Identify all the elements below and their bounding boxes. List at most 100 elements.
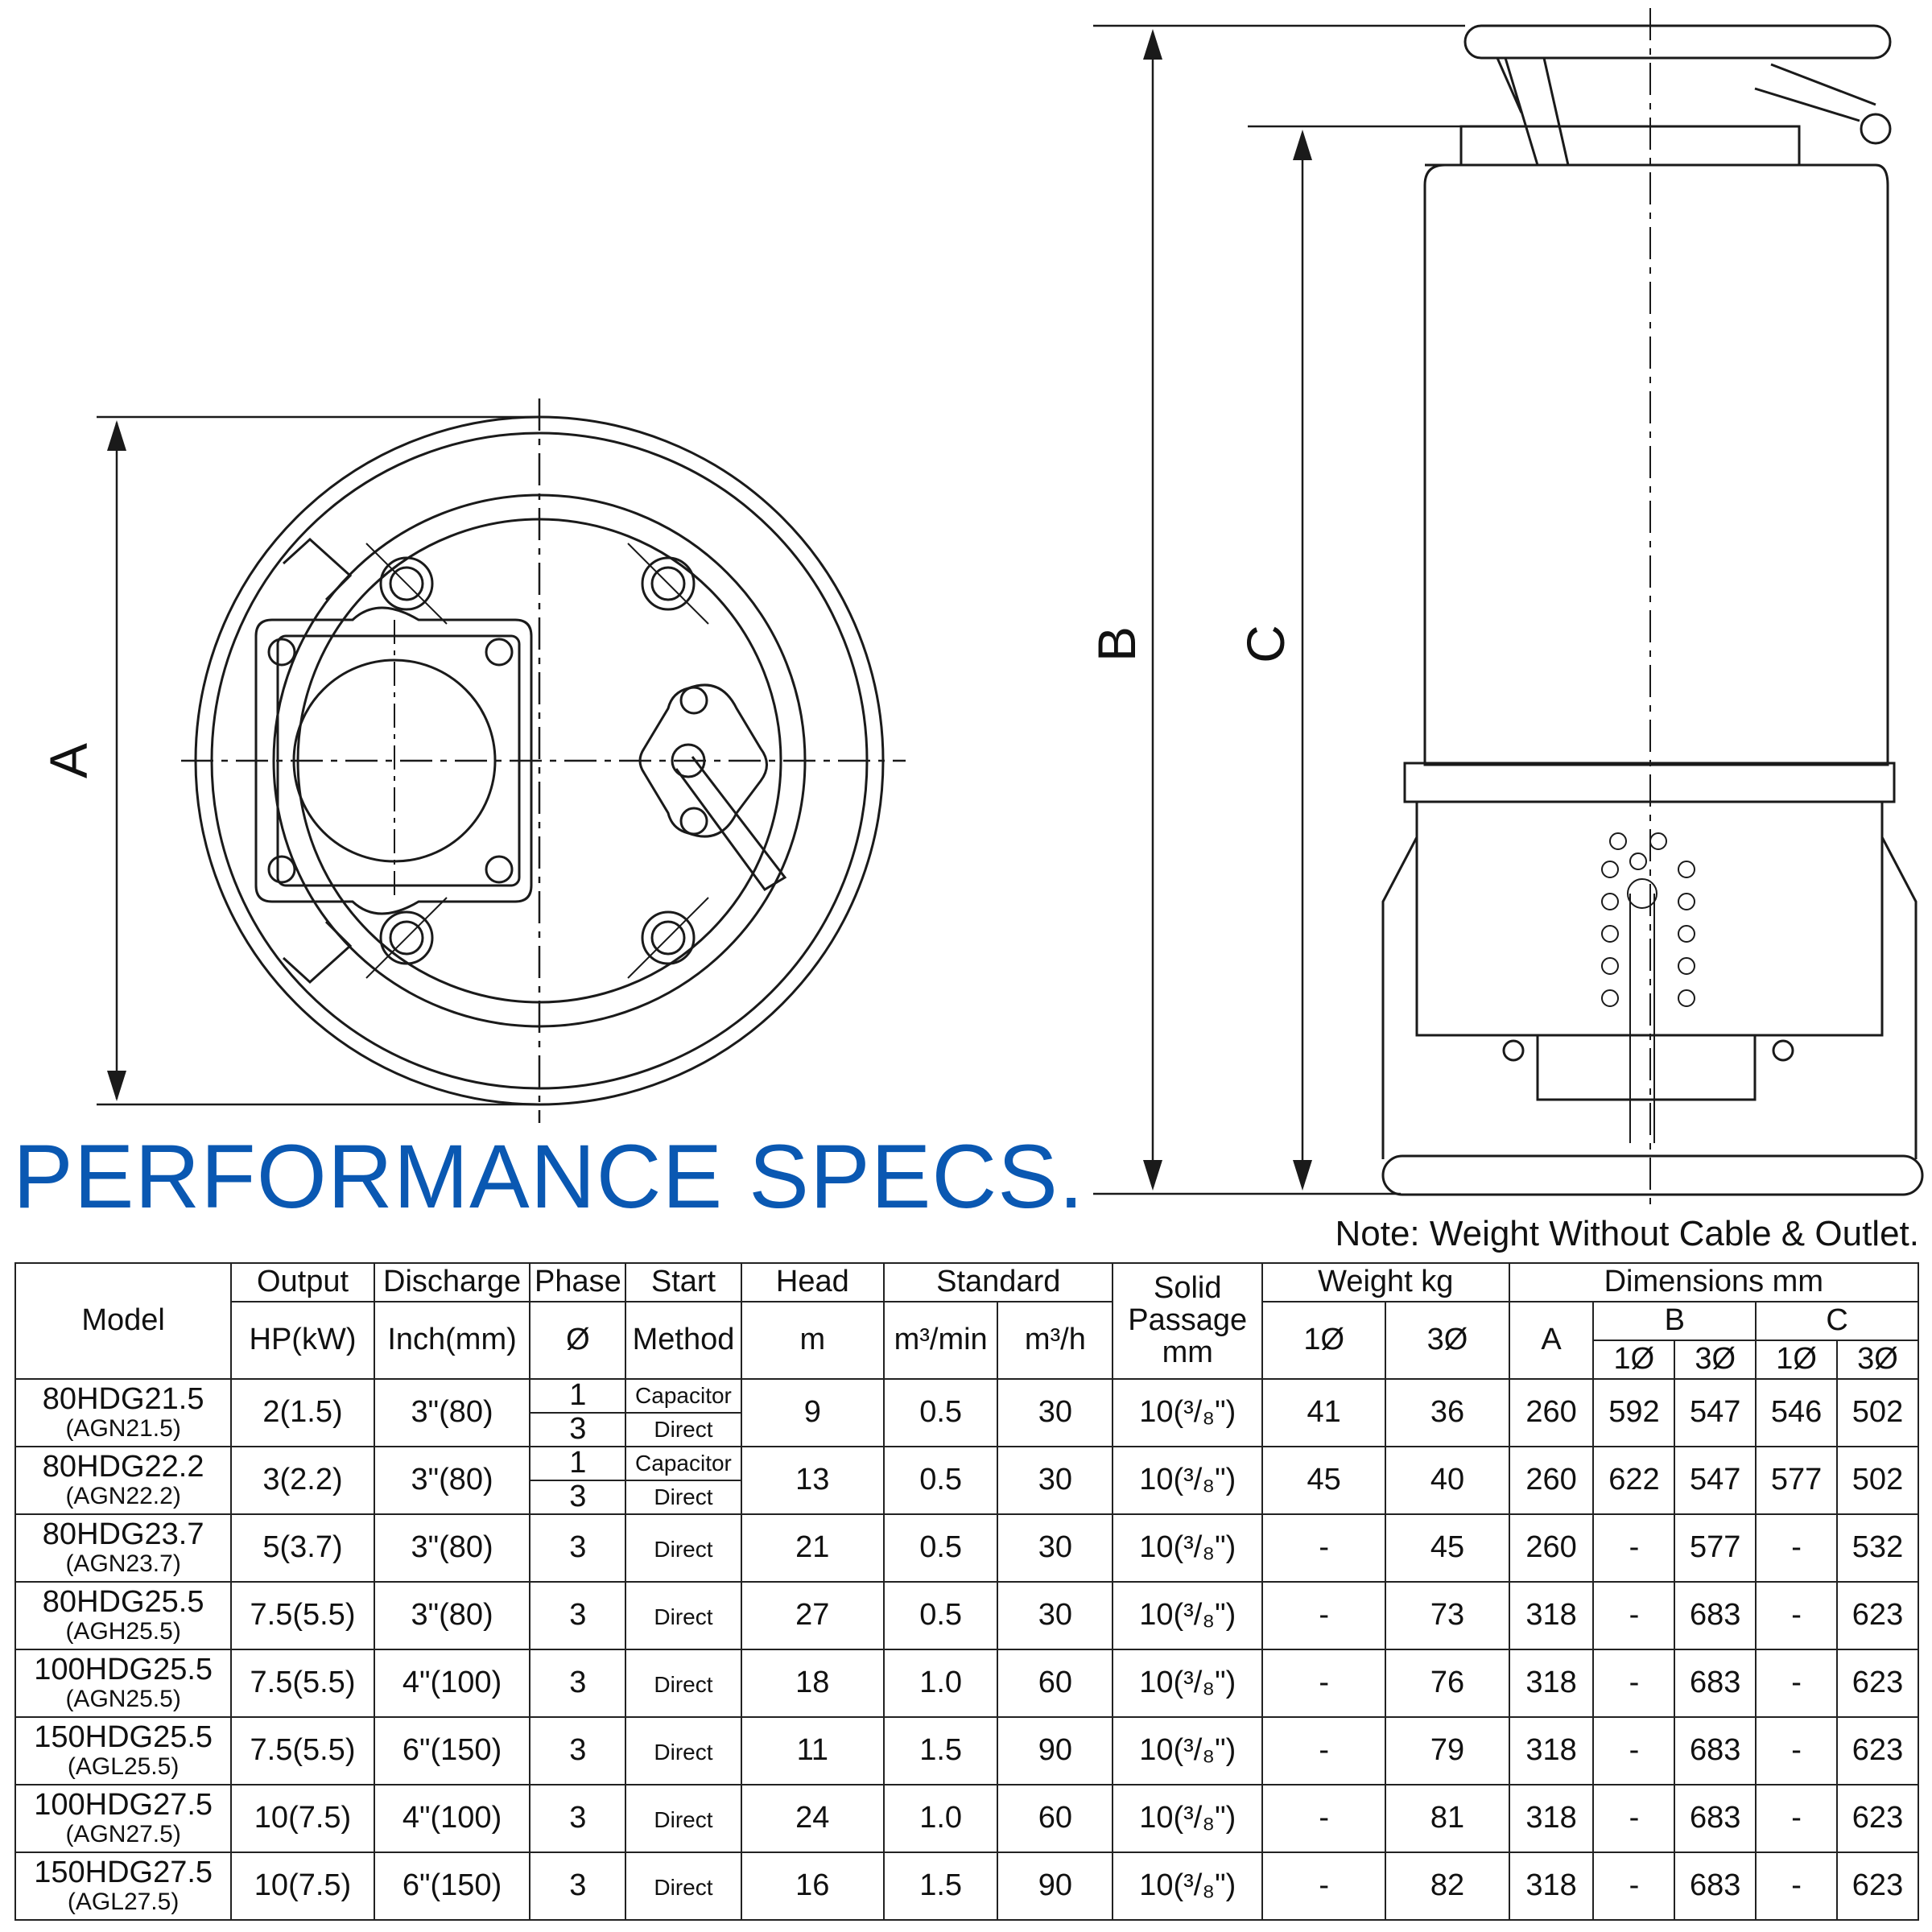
model-alias: (AGL27.5): [67, 1889, 180, 1916]
model-name: 80HDG21.5: [42, 1382, 204, 1417]
start-value: Direct: [654, 1875, 713, 1901]
c1-cell: -: [1755, 1784, 1838, 1853]
m3min-cell: 0.5: [883, 1446, 999, 1515]
header-head: Head: [740, 1262, 886, 1302]
w3-cell: 82: [1385, 1852, 1510, 1921]
b1-cell: -: [1592, 1513, 1676, 1583]
m3min-cell: 0.5: [883, 1581, 999, 1650]
a-cell: 260: [1508, 1446, 1595, 1515]
a-cell: 318: [1508, 1581, 1595, 1650]
solid-cell: 10(³/₈"): [1112, 1378, 1264, 1447]
head-cell: 11: [740, 1716, 886, 1785]
w1-cell: -: [1261, 1716, 1387, 1785]
phase-value: 3: [569, 1666, 587, 1700]
m3min-cell: 0.5: [883, 1378, 999, 1447]
w1-cell: -: [1261, 1513, 1387, 1583]
a-cell: 318: [1508, 1649, 1595, 1718]
start-value: Capacitor: [635, 1383, 732, 1409]
header-start: Start: [625, 1262, 742, 1302]
header-phase-unit: Ø: [529, 1301, 627, 1380]
c1-cell: -: [1755, 1852, 1838, 1921]
c1-cell: -: [1755, 1716, 1838, 1785]
b1-cell: -: [1592, 1716, 1676, 1785]
phase-value: 1: [569, 1446, 587, 1480]
solid-cell: 10(³/₈"): [1112, 1784, 1264, 1853]
performance-specs-table: Model Output Discharge Phase Start Head …: [14, 1262, 1920, 1921]
start-value: Direct: [654, 1740, 713, 1765]
a-cell: 318: [1508, 1716, 1595, 1785]
b1-cell: 592: [1592, 1378, 1676, 1447]
discharge-cell: 3"(80): [373, 1513, 531, 1583]
phase-value: 3: [569, 1733, 587, 1768]
c3-cell: 502: [1836, 1378, 1919, 1447]
model-name: 100HDG25.5: [34, 1653, 213, 1687]
header-solid-passage: Solid Passage mm: [1112, 1262, 1264, 1380]
w1-cell: 41: [1261, 1378, 1387, 1447]
model-alias: (AGN21.5): [65, 1415, 181, 1443]
m3h-cell: 90: [997, 1852, 1114, 1921]
model-alias: (AGN22.2): [65, 1483, 181, 1510]
output-cell: 7.5(5.5): [230, 1581, 375, 1650]
c3-cell: 623: [1836, 1581, 1919, 1650]
model-alias: (AGL25.5): [67, 1753, 180, 1781]
pump-technical-drawing: A B C: [39, 8, 1924, 1208]
header-weight-3ph: 3Ø: [1385, 1301, 1510, 1380]
m3h-cell: 30: [997, 1378, 1114, 1447]
output-cell: 2(1.5): [230, 1378, 375, 1447]
model-alias: (AGH25.5): [65, 1618, 181, 1645]
start-cell: Direct: [625, 1852, 742, 1921]
header-head-unit: m: [740, 1301, 886, 1380]
header-weight-1ph: 1Ø: [1261, 1301, 1387, 1380]
start-value: Direct: [654, 1672, 713, 1698]
m3h-cell: 60: [997, 1649, 1114, 1718]
phase-value: 3: [530, 1480, 625, 1513]
phase-value: 3: [569, 1530, 587, 1565]
header-dim-c-3ph: 3Ø: [1836, 1340, 1919, 1380]
b3-cell: 547: [1674, 1446, 1757, 1515]
header-output: Output: [230, 1262, 375, 1302]
discharge-cell: 6"(150): [373, 1852, 531, 1921]
dimension-a-label: A: [39, 743, 98, 778]
phase-cell: 3: [529, 1581, 627, 1650]
b1-cell: -: [1592, 1581, 1676, 1650]
phase-cell: 3: [529, 1513, 627, 1583]
start-cell: Direct: [625, 1513, 742, 1583]
head-cell: 9: [740, 1378, 886, 1447]
phase-cell: 3: [529, 1716, 627, 1785]
head-cell: 16: [740, 1852, 886, 1921]
model-name: 80HDG22.2: [42, 1450, 204, 1484]
model-name: 150HDG27.5: [34, 1856, 213, 1890]
phase-value: 3: [530, 1412, 625, 1446]
b3-cell: 683: [1674, 1784, 1757, 1853]
discharge-cell: 6"(150): [373, 1716, 531, 1785]
output-cell: 10(7.5): [230, 1852, 375, 1921]
solid-cell: 10(³/₈"): [1112, 1716, 1264, 1785]
w1-cell: -: [1261, 1649, 1387, 1718]
c1-cell: 546: [1755, 1378, 1838, 1447]
header-start-unit: Method: [625, 1301, 742, 1380]
w1-cell: 45: [1261, 1446, 1387, 1515]
c1-cell: 577: [1755, 1446, 1838, 1515]
start-cell: Direct: [625, 1784, 742, 1853]
m3min-cell: 1.5: [883, 1852, 999, 1921]
page-title: PERFORMANCE SPECS.: [13, 1126, 1085, 1227]
b1-cell: -: [1592, 1852, 1676, 1921]
model-cell: 80HDG25.5(AGH25.5): [14, 1581, 233, 1650]
model-cell: 150HDG27.5(AGL27.5): [14, 1852, 233, 1921]
output-cell: 3(2.2): [230, 1446, 375, 1515]
start-value: Direct: [626, 1412, 741, 1446]
header-phase: Phase: [529, 1262, 627, 1302]
m3min-cell: 1.0: [883, 1649, 999, 1718]
c1-cell: -: [1755, 1649, 1838, 1718]
a-cell: 318: [1508, 1852, 1595, 1921]
phase-value: 3: [569, 1801, 587, 1835]
model-alias: (AGN27.5): [65, 1821, 181, 1848]
output-cell: 5(3.7): [230, 1513, 375, 1583]
c3-cell: 623: [1836, 1649, 1919, 1718]
phase-cell: 3: [529, 1852, 627, 1921]
